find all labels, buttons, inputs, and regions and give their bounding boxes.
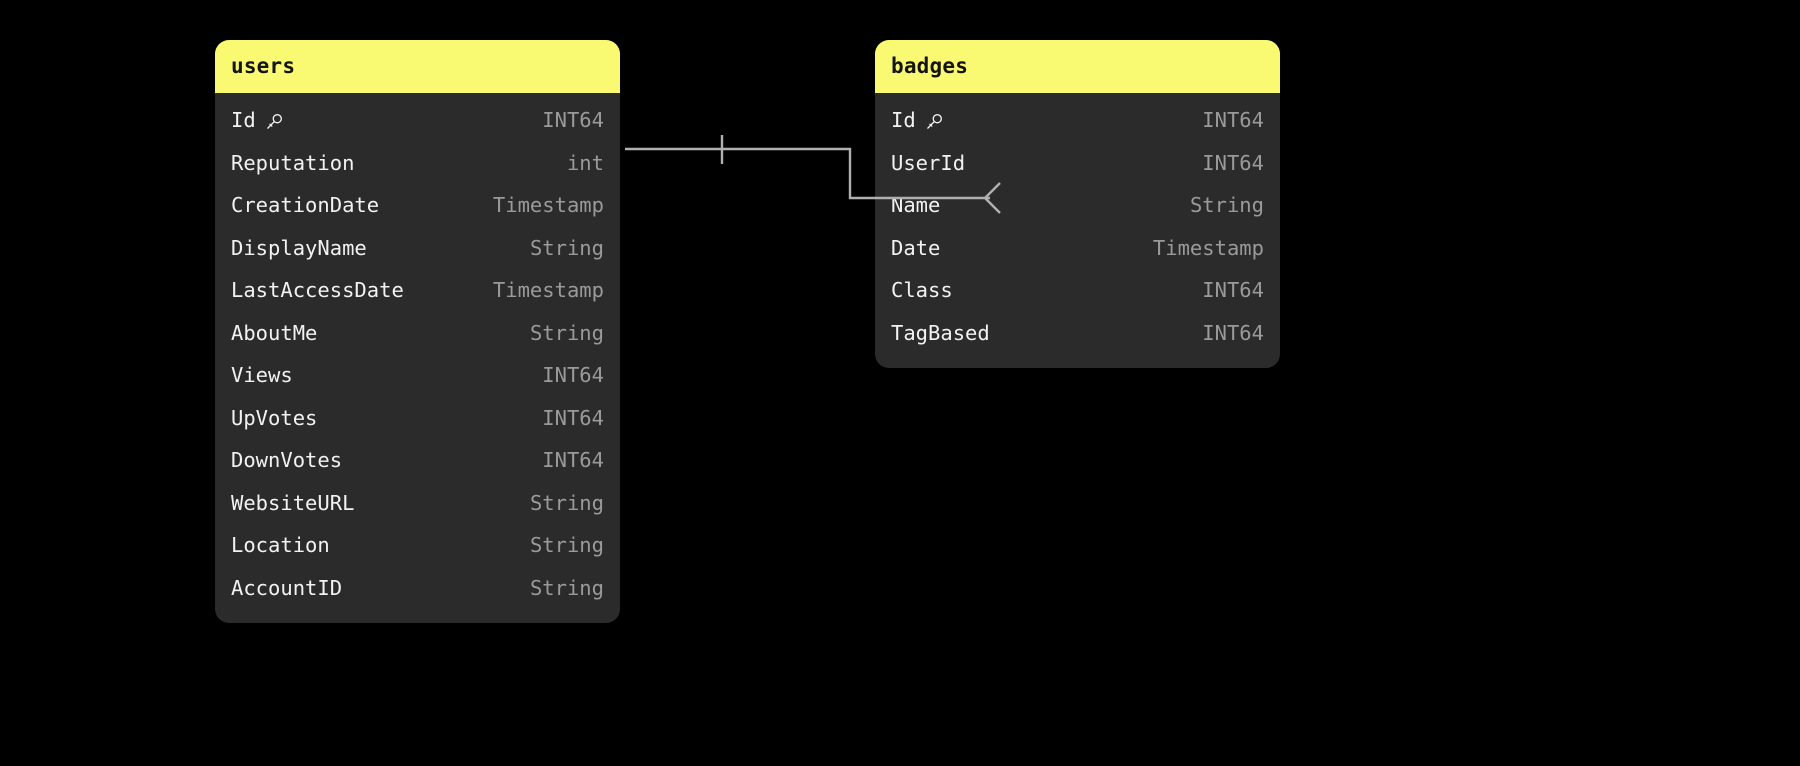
field-row[interactable]: WebsiteURL String bbox=[215, 482, 620, 525]
field-name: Class bbox=[891, 278, 953, 303]
field-row[interactable]: Name String bbox=[875, 184, 1280, 227]
key-icon bbox=[265, 112, 284, 131]
field-name: Date bbox=[891, 235, 941, 260]
field-row[interactable]: Class INT64 bbox=[875, 269, 1280, 312]
field-name-wrapper: DisplayName bbox=[231, 236, 367, 260]
field-name-wrapper: Views bbox=[231, 363, 293, 387]
field-name-wrapper: Name bbox=[891, 193, 940, 217]
field-name: LastAccessDate bbox=[231, 278, 404, 303]
field-name: Location bbox=[231, 533, 330, 558]
field-type: INT64 bbox=[542, 363, 604, 388]
field-name: AboutMe bbox=[231, 320, 318, 345]
field-name: UserId bbox=[891, 150, 966, 175]
field-type: INT64 bbox=[1202, 278, 1264, 303]
field-row[interactable]: Date Timestamp bbox=[875, 227, 1280, 270]
field-type: INT64 bbox=[542, 108, 604, 133]
field-type: INT64 bbox=[542, 405, 604, 430]
field-row[interactable]: AboutMe String bbox=[215, 312, 620, 355]
field-type: String bbox=[529, 235, 604, 260]
field-type: String bbox=[529, 533, 604, 558]
field-row[interactable]: Location String bbox=[215, 524, 620, 567]
field-name-wrapper: TagBased bbox=[891, 321, 990, 345]
field-type: Timestamp bbox=[1152, 235, 1264, 260]
field-name: TagBased bbox=[891, 320, 990, 345]
field-row[interactable]: Reputation int bbox=[215, 142, 620, 185]
field-row[interactable]: LastAccessDate Timestamp bbox=[215, 269, 620, 312]
field-name-wrapper: Reputation bbox=[231, 151, 354, 175]
field-name-wrapper: UpVotes bbox=[231, 406, 317, 430]
field-name-wrapper: UserId bbox=[891, 151, 965, 175]
field-name: DisplayName bbox=[231, 235, 367, 260]
field-name: Views bbox=[231, 363, 293, 388]
field-type: String bbox=[529, 490, 604, 515]
field-name: Id bbox=[231, 108, 256, 133]
key-icon bbox=[925, 112, 944, 131]
field-row[interactable]: Id INT64 bbox=[215, 99, 620, 142]
field-name-wrapper: LastAccessDate bbox=[231, 278, 404, 302]
field-row[interactable]: TagBased INT64 bbox=[875, 312, 1280, 355]
field-type: String bbox=[529, 320, 604, 345]
field-name: UpVotes bbox=[231, 405, 318, 430]
field-type: String bbox=[529, 575, 604, 600]
field-type: INT64 bbox=[1202, 320, 1264, 345]
field-name-wrapper: Id bbox=[231, 108, 284, 132]
field-row[interactable]: DownVotes INT64 bbox=[215, 439, 620, 482]
field-name: CreationDate bbox=[231, 193, 380, 218]
field-row[interactable]: Views INT64 bbox=[215, 354, 620, 397]
field-row[interactable]: AccountID String bbox=[215, 567, 620, 610]
field-name: Reputation bbox=[231, 150, 355, 175]
field-row[interactable]: DisplayName String bbox=[215, 227, 620, 270]
field-type: INT64 bbox=[1202, 108, 1264, 133]
field-type: String bbox=[1189, 193, 1264, 218]
field-name: DownVotes bbox=[231, 448, 343, 473]
field-type: int bbox=[566, 150, 604, 175]
field-name-wrapper: Location bbox=[231, 533, 330, 557]
field-name-wrapper: CreationDate bbox=[231, 193, 379, 217]
field-row[interactable]: Id INT64 bbox=[875, 99, 1280, 142]
field-row[interactable]: CreationDate Timestamp bbox=[215, 184, 620, 227]
field-name: Id bbox=[891, 108, 916, 133]
entity-header-badges[interactable]: badges bbox=[875, 40, 1280, 93]
field-row[interactable]: UpVotes INT64 bbox=[215, 397, 620, 440]
entity-header-users[interactable]: users bbox=[215, 40, 620, 93]
field-name-wrapper: Date bbox=[891, 236, 940, 260]
entity-title-users: users bbox=[231, 54, 296, 78]
field-name-wrapper: DownVotes bbox=[231, 448, 342, 472]
field-name-wrapper: Class bbox=[891, 278, 953, 302]
field-row[interactable]: UserId INT64 bbox=[875, 142, 1280, 185]
field-type: INT64 bbox=[542, 448, 604, 473]
field-type: Timestamp bbox=[492, 193, 604, 218]
field-type: Timestamp bbox=[492, 278, 604, 303]
field-name-wrapper: Id bbox=[891, 108, 944, 132]
field-name: Name bbox=[891, 193, 941, 218]
field-name-wrapper: AboutMe bbox=[231, 321, 317, 345]
field-type: INT64 bbox=[1202, 150, 1264, 175]
field-name: AccountID bbox=[231, 575, 343, 600]
field-name-wrapper: AccountID bbox=[231, 576, 342, 600]
field-name: WebsiteURL bbox=[231, 490, 355, 515]
field-name-wrapper: WebsiteURL bbox=[231, 491, 354, 515]
entity-title-badges: badges bbox=[891, 54, 969, 78]
